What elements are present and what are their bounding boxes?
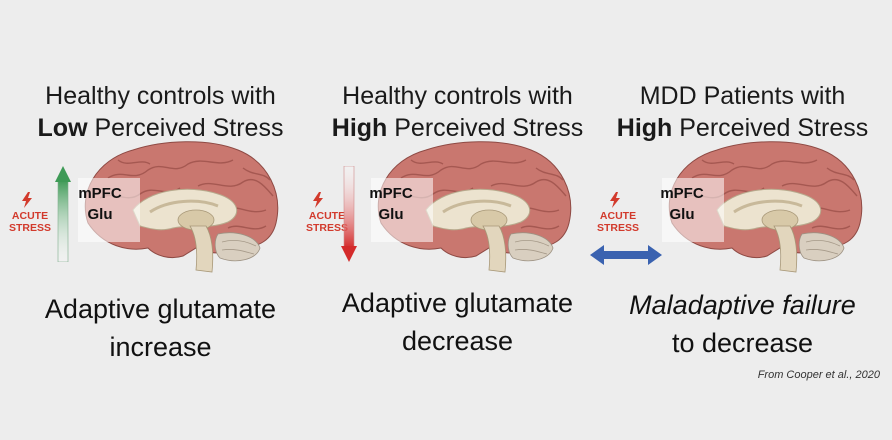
lightning-bolt-icon: [19, 192, 35, 208]
acute-line1: ACUTE: [0, 210, 60, 222]
acute-line1: ACUTE: [588, 210, 648, 222]
acute-line2: STRESS: [0, 222, 60, 234]
caption-line2: decrease: [309, 322, 606, 360]
caption-line1: Adaptive glutamate: [309, 284, 606, 322]
region-label: mPFC Glu: [652, 183, 712, 225]
down-arrow-icon: [341, 166, 357, 262]
panel-caption: Maladaptive failure to decrease: [594, 286, 891, 362]
lightning-bolt-icon: [310, 192, 326, 208]
panel-low-stress-controls: Healthy controls with Low Perceived Stre…: [0, 0, 297, 440]
header-line1: Healthy controls with: [309, 80, 606, 112]
caption-line1: Maladaptive failure: [594, 286, 891, 324]
acute-line2: STRESS: [588, 222, 648, 234]
region-line2: Glu: [70, 204, 130, 225]
header-line1: Healthy controls with: [12, 80, 309, 112]
region-line1: mPFC: [361, 183, 421, 204]
header-line1: MDD Patients with: [594, 80, 891, 112]
up-arrow-icon: [55, 166, 71, 262]
caption-line1: Adaptive glutamate: [12, 290, 309, 328]
panel-header: Healthy controls with High Perceived Str…: [309, 80, 606, 144]
region-line1: mPFC: [652, 183, 712, 204]
source-credit: From Cooper et al., 2020: [758, 369, 880, 381]
region-label: mPFC Glu: [70, 183, 130, 225]
caption-line2: to decrease: [594, 324, 891, 362]
region-line1: mPFC: [70, 183, 130, 204]
panel-caption: Adaptive glutamate decrease: [309, 284, 606, 360]
acute-stress-label: ACUTE STRESS: [0, 210, 60, 234]
region-line2: Glu: [361, 204, 421, 225]
bidirectional-arrow-icon: [590, 245, 662, 265]
region-line2: Glu: [652, 204, 712, 225]
lightning-bolt-icon: [607, 192, 623, 208]
panel-header: MDD Patients with High Perceived Stress: [594, 80, 891, 144]
region-label: mPFC Glu: [361, 183, 421, 225]
panel-header: Healthy controls with Low Perceived Stre…: [12, 80, 309, 144]
caption-line2: increase: [12, 328, 309, 366]
panel-high-stress-controls: Healthy controls with High Perceived Str…: [297, 0, 594, 440]
acute-stress-label: ACUTE STRESS: [588, 210, 648, 234]
panel-caption: Adaptive glutamate increase: [12, 290, 309, 366]
